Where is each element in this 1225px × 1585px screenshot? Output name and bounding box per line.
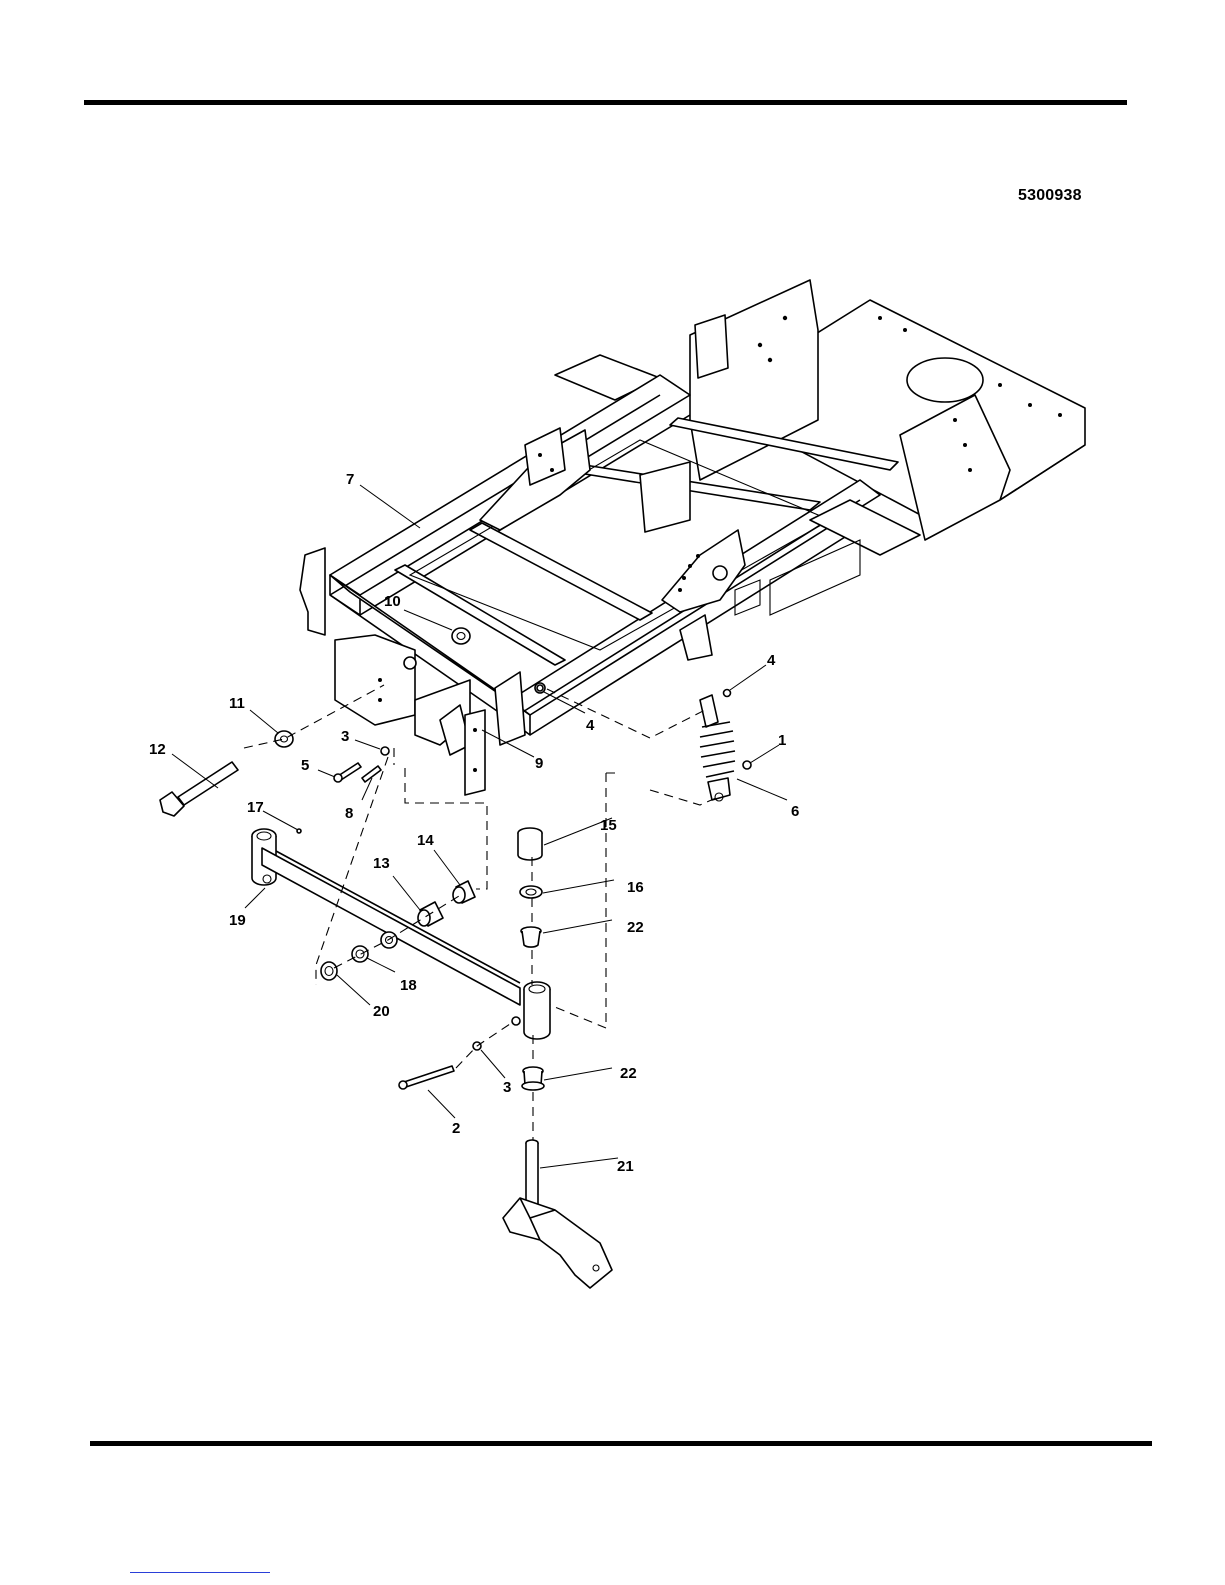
main-frame xyxy=(300,280,1085,795)
callout-22-lower: 22 xyxy=(620,1065,637,1082)
callout-18: 16 xyxy=(627,879,644,896)
callout-2: 2 xyxy=(452,1120,460,1137)
callout-20: 21 xyxy=(617,1158,634,1175)
spindle-stack xyxy=(518,828,544,1090)
callout-1: 1 xyxy=(778,732,786,749)
callout-3-lower: 3 xyxy=(503,1079,511,1096)
callout-3-upper: 3 xyxy=(341,728,349,745)
callout-7: 7 xyxy=(346,471,354,488)
callout-12: 12 xyxy=(149,741,166,758)
callout-22-upper: 22 xyxy=(627,919,644,936)
footer-link-underline[interactable] xyxy=(130,1572,270,1573)
axle-pivot-bolt xyxy=(399,1042,481,1089)
callout-4-left: 4 xyxy=(586,717,595,734)
front-axle xyxy=(252,829,550,1039)
callout-19: 17 xyxy=(247,799,264,816)
callout-11: 11 xyxy=(229,695,245,712)
callout-14: 14 xyxy=(417,832,434,849)
callout-16: 20 xyxy=(373,1003,390,1020)
callout-13: 13 xyxy=(373,855,390,872)
caster-fork xyxy=(503,1140,612,1288)
callout-4-right: 4 xyxy=(767,652,776,669)
callout-15: 18 xyxy=(400,977,417,994)
callout-21: 19 xyxy=(229,912,246,929)
callout-8: 8 xyxy=(345,805,353,822)
footer-rule xyxy=(90,1441,1152,1446)
callout-5: 5 xyxy=(301,757,309,774)
callout-9: 9 xyxy=(535,755,543,772)
callout-17: 15 xyxy=(600,817,617,834)
callout-6: 6 xyxy=(791,803,799,820)
callout-10: 10 xyxy=(384,593,401,610)
